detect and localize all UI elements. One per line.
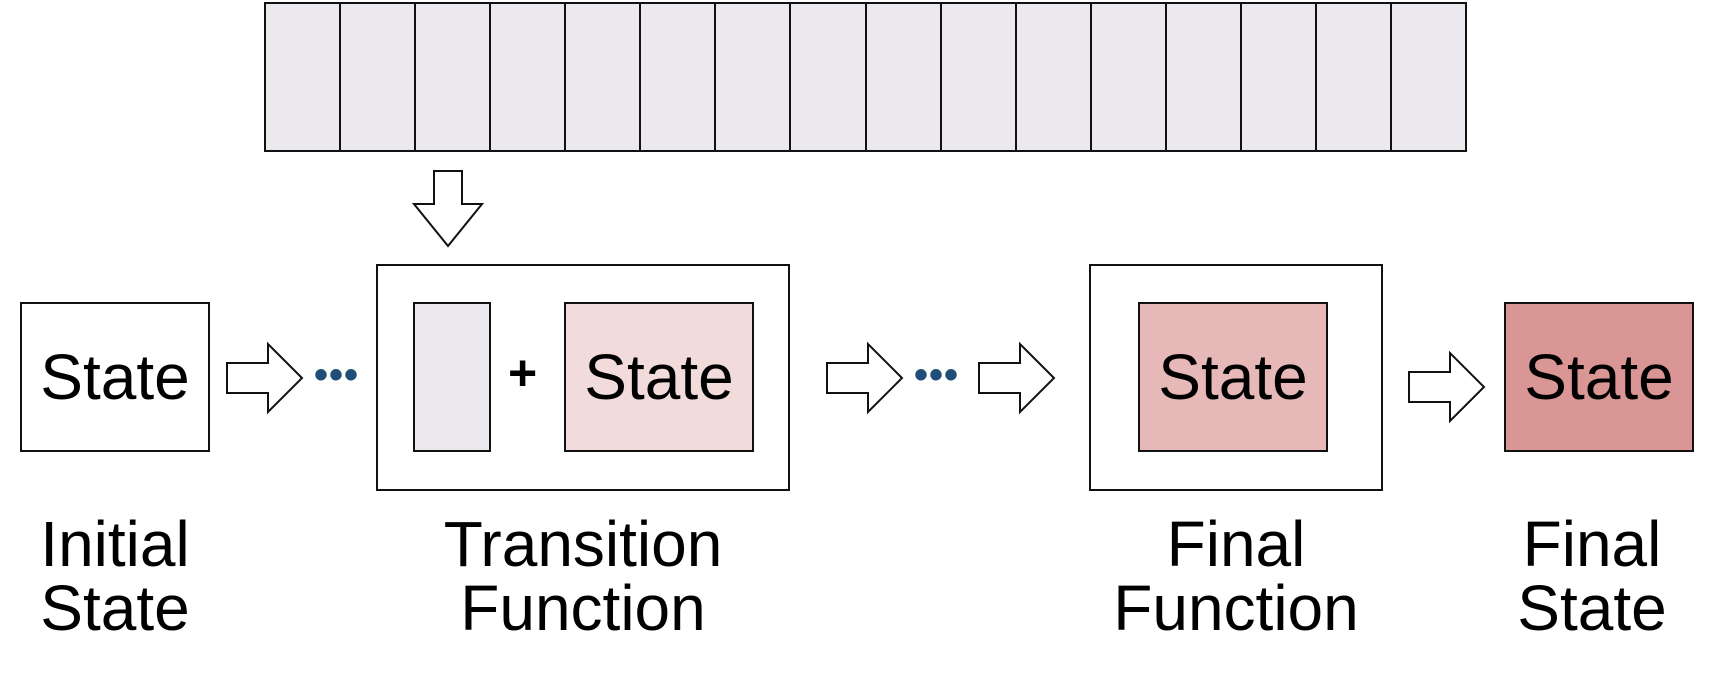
tape-cell [714,2,792,152]
final-function-caption-line1: Final [1166,508,1306,580]
tape-cell [339,2,417,152]
tape-cell [789,2,867,152]
tape-cell [1314,2,1392,152]
transition-input-cell [413,302,491,452]
final-state-caption-line2: State [1517,572,1667,644]
initial-state-caption-line2: State [40,572,190,644]
input-tape [264,2,1467,152]
down-arrow-icon [411,170,485,248]
tape-cell [414,2,492,152]
tape-cell [264,2,342,152]
tape-cell [864,2,942,152]
right-arrow-icon [826,341,904,415]
plus-sign: + [508,345,538,401]
tape-cell [564,2,642,152]
final-state-box: State [1504,302,1694,452]
final-state-caption-line1: Final [1522,508,1662,580]
transition-function-caption-line2: Function [460,572,706,644]
initial-state-label: State [40,341,190,413]
initial-state-caption-line1: Initial [40,508,190,580]
transition-function-caption-line1: Transition [443,508,723,580]
tape-cell [1389,2,1467,152]
tape-cell [639,2,717,152]
final-state-label: State [1524,341,1674,413]
right-arrow-icon [978,341,1056,415]
tape-cell [1014,2,1092,152]
initial-state-box: State [20,302,210,452]
final-state-caption: Final State [1474,512,1710,640]
initial-state-caption: Initial State [0,512,230,640]
transition-state-box: State [564,302,754,452]
right-arrow-icon [1408,350,1486,424]
transition-state-label: State [584,341,734,413]
final-function-state-box: State [1138,302,1328,452]
ellipsis: ••• [314,353,360,397]
tape-cell [489,2,567,152]
final-function-caption-line2: Function [1113,572,1359,644]
tape-cell [1164,2,1242,152]
ellipsis: ••• [914,353,960,397]
transition-function-caption: Transition Function [400,512,766,640]
tape-cell [1239,2,1317,152]
right-arrow-icon [226,341,304,415]
final-function-state-label: State [1158,341,1308,413]
tape-cell [1089,2,1167,152]
final-function-caption: Final Function [1090,512,1382,640]
tape-cell [939,2,1017,152]
